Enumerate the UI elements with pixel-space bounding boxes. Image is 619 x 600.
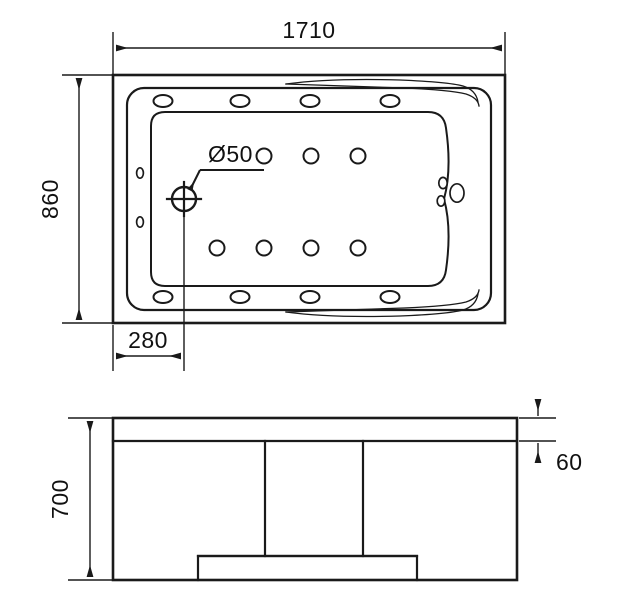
jets-top-row: [255, 147, 367, 165]
side-ports-left: [135, 166, 145, 229]
rim-hole-top-2: [229, 94, 251, 108]
jet-top-2: [302, 147, 320, 165]
dim-label-drain-offset: 280: [128, 327, 168, 353]
overflow-hole-large: [449, 182, 465, 204]
jet-bottom-2: [255, 239, 273, 257]
tub-front-outline: [111, 416, 519, 582]
tub-outer-outline: [111, 73, 507, 325]
dim-label-drain-diameter: Ø50: [208, 141, 253, 167]
dimension-rim-60: 60: [519, 399, 583, 475]
rim-hole-bottom-3: [299, 290, 321, 304]
jet-bottom-3: [302, 239, 320, 257]
overflow-cluster-right: [436, 176, 465, 208]
dimension-height-700: 700: [47, 417, 113, 581]
jet-bottom-4: [349, 239, 367, 257]
armrest-sweep-bottom-inner: [285, 289, 480, 313]
armrest-sweep-top-inner: [285, 83, 480, 107]
base-plinth: [196, 554, 419, 582]
top-view: 1710 860: [37, 17, 507, 371]
jets-bottom-row: [208, 239, 367, 257]
jet-bottom-1: [208, 239, 226, 257]
rim-hole-top-4: [379, 94, 401, 108]
side-port-left-1: [135, 166, 145, 180]
rim-hole-top-3: [299, 94, 321, 108]
armrest-sweep-bottom: [285, 293, 479, 318]
overflow-hole-small-lower: [436, 194, 446, 208]
dim-label-width: 860: [37, 179, 63, 219]
dimension-width-860: 860: [37, 74, 118, 324]
side-port-left-2: [135, 215, 145, 229]
dimension-length-1710: 1710: [112, 17, 506, 78]
leader-pointer: [187, 169, 201, 192]
dim-label-height: 700: [47, 479, 73, 519]
rim-hole-top-1: [152, 94, 174, 108]
dim-label-rim: 60: [556, 449, 583, 475]
tub-rim-outline: [125, 86, 493, 312]
tub-inner-basin-outline: [150, 111, 450, 287]
rim-holes-top: [152, 94, 401, 108]
dim-label-length: 1710: [282, 17, 335, 43]
armrest-sweep-top: [285, 78, 479, 103]
dimension-drain-offset-280: 280: [112, 325, 181, 371]
rim-hole-bottom-4: [379, 290, 401, 304]
jet-top-1: [255, 147, 273, 165]
rim-hole-bottom-2: [229, 290, 251, 304]
jet-top-3: [349, 147, 367, 165]
rim-holes-bottom: [152, 290, 401, 304]
leader-drain-diameter: Ø50: [187, 141, 264, 192]
overflow-hole-small-upper: [437, 176, 449, 190]
rim-hole-bottom-1: [152, 290, 174, 304]
front-view: 700 60: [47, 399, 583, 582]
